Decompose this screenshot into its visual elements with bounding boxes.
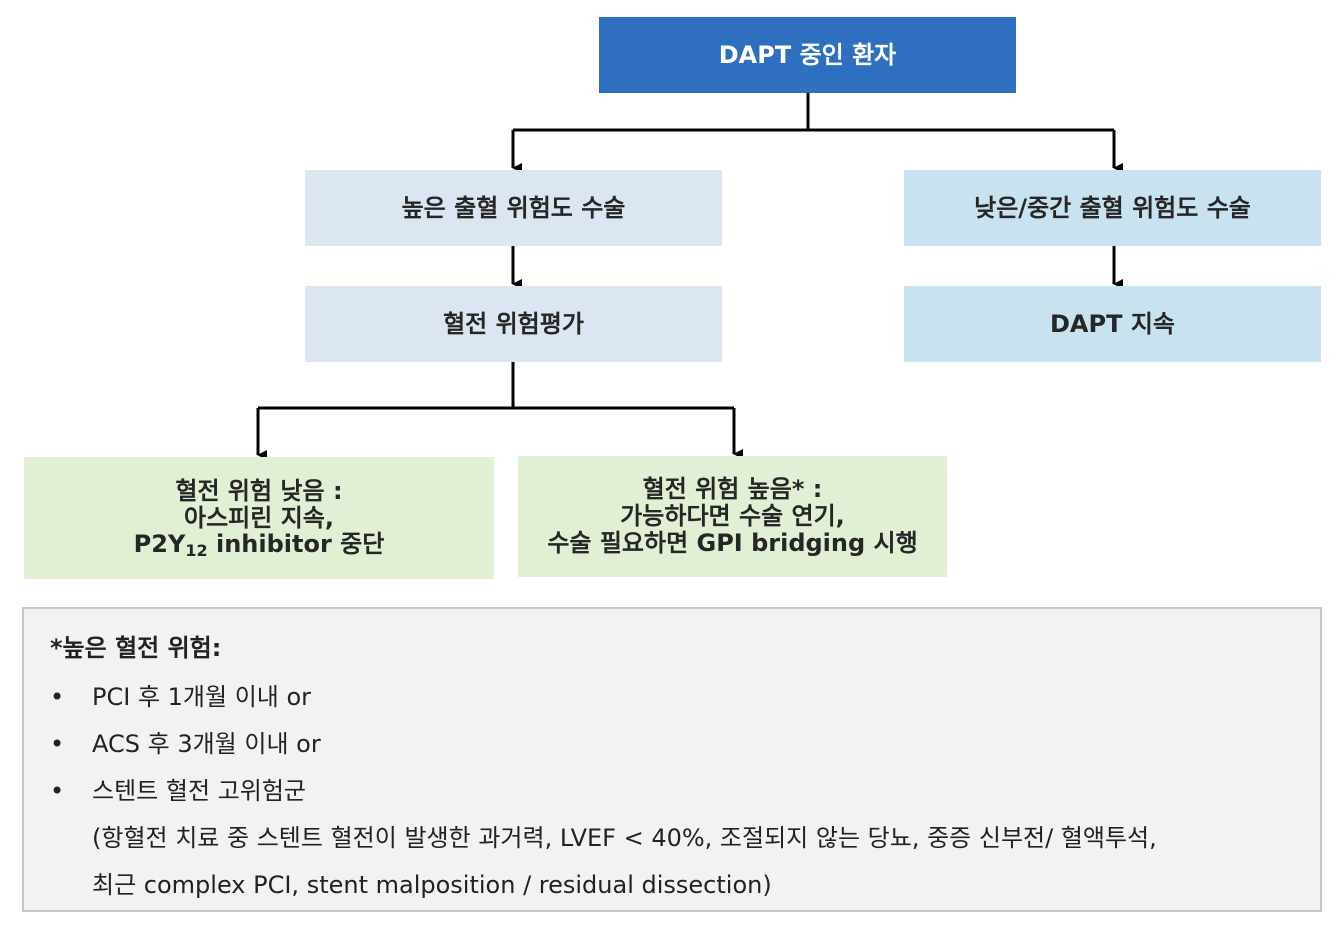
footnote-continuation: (항혈전 치료 중 스텐트 혈전이 발생한 과거력, LVEF < 40%, 조…	[50, 818, 1294, 865]
high-thrombosis-line1: 혈전 위험 높음* :	[642, 475, 823, 504]
root-label: DAPT 중인 환자	[718, 40, 897, 69]
low-bleeding-label: 낮은/중간 출혈 위험도 수술	[974, 193, 1251, 222]
footnote-item: • PCI 후 1개월 이내 or	[50, 677, 1294, 724]
footnote-item-text: PCI 후 1개월 이내 or	[92, 683, 312, 711]
high-bleeding-label: 높은 출혈 위험도 수술	[401, 193, 626, 222]
low-thrombosis-line1: 혈전 위험 낮음 :	[175, 476, 343, 505]
footnote-item-text: 스텐트 혈전 고위험군	[92, 777, 306, 805]
bullet-icon: •	[50, 777, 65, 805]
low-bleeding-node: 낮은/중간 출혈 위험도 수술	[904, 170, 1321, 246]
footnote-continuation-text: (항혈전 치료 중 스텐트 혈전이 발생한 과거력, LVEF < 40%, 조…	[92, 824, 1157, 852]
thrombosis-assessment-node: 혈전 위험평가	[305, 286, 722, 362]
continue-dapt-label: DAPT 지속	[1050, 309, 1175, 338]
footnote-item: • 스텐트 혈전 고위험군	[50, 771, 1294, 818]
high-thrombosis-line2: 가능하다면 수술 연기,	[620, 502, 845, 531]
continue-dapt-node: DAPT 지속	[904, 286, 1321, 362]
inhibitor-stop-label: inhibitor 중단	[207, 530, 385, 559]
footnote-continuation-text: 최근 complex PCI, stent malposition / resi…	[92, 871, 772, 899]
high-thrombosis-node: 혈전 위험 높음* : 가능하다면 수술 연기, 수술 필요하면 GPI bri…	[518, 456, 947, 577]
high-bleeding-node: 높은 출혈 위험도 수술	[305, 170, 722, 246]
low-thrombosis-line3: P2Y12 inhibitor 중단	[133, 530, 385, 561]
footnote-continuation: 최근 complex PCI, stent malposition / resi…	[50, 865, 1294, 912]
bullet-icon: •	[50, 683, 65, 711]
p2y-subscript: 12	[185, 541, 208, 561]
footnote-panel: *높은 혈전 위험: • PCI 후 1개월 이내 or • ACS 후 3개월…	[22, 607, 1322, 912]
bullet-icon: •	[50, 730, 65, 758]
low-thrombosis-line2: 아스피린 지속,	[184, 503, 334, 532]
thrombosis-assessment-label: 혈전 위험평가	[443, 309, 584, 338]
high-thrombosis-line3: 수술 필요하면 GPI bridging 시행	[547, 528, 918, 557]
root-node: DAPT 중인 환자	[599, 17, 1016, 93]
footnote-item-text: ACS 후 3개월 이내 or	[92, 730, 321, 758]
low-thrombosis-node: 혈전 위험 낮음 : 아스피린 지속, P2Y12 inhibitor 중단	[24, 457, 494, 579]
footnote-item: • ACS 후 3개월 이내 or	[50, 724, 1294, 771]
p2y-label: P2Y	[133, 530, 186, 559]
footnote-title: *높은 혈전 위험:	[50, 634, 222, 662]
